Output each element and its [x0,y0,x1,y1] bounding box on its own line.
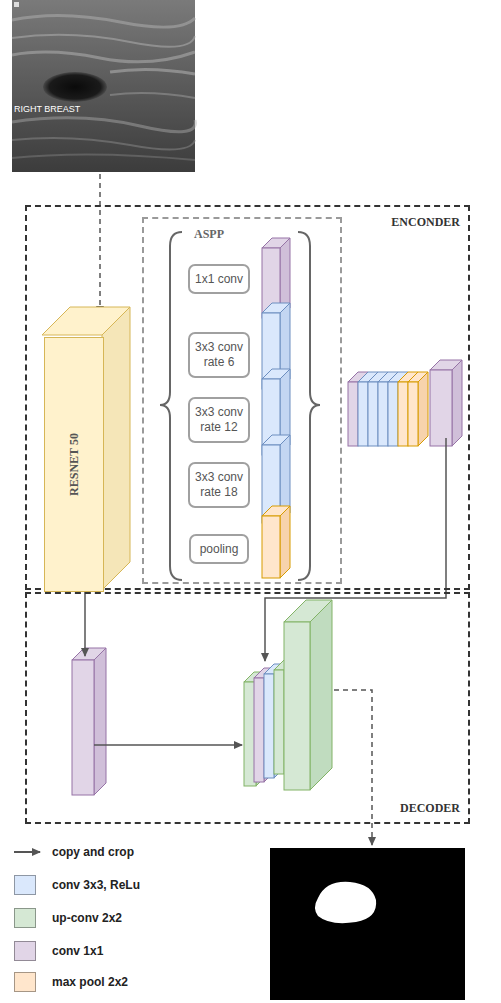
block-front [430,370,452,446]
layer-block [262,238,290,318]
legend-swatch [14,875,36,895]
block-side [368,372,378,446]
layer-block [348,372,368,446]
layer-block [388,372,408,446]
block-front [408,382,418,446]
operation-label: 3x3 conv rate 18 [194,470,244,500]
layer-block [262,506,290,578]
layer-block [264,664,284,778]
legend-swatch [14,941,36,961]
legend-label: conv 1x1 [52,944,103,958]
block-side [378,372,388,446]
block-front [264,674,274,778]
block-side [398,372,408,446]
block-front [388,382,398,446]
module-region: ASPP 1x1 conv 3x3 conv rate 6 3x3 conv rate… [142,217,342,584]
tissue-streak [110,93,195,98]
block-front [284,622,310,790]
tissue-streak [12,52,195,62]
block-front [274,670,284,774]
operation-label: 3x3 conv rate 12 [194,405,244,435]
block-front [254,678,264,782]
block-side [358,372,368,446]
left-brace [160,232,182,580]
tissue-streak [12,138,195,150]
mask-region [315,882,376,923]
block-side [264,668,274,782]
legend-label: up-conv 2x2 [52,911,122,925]
operation-label: pooling [200,542,239,557]
stage-region: ENCONDER RESNET 50 ASPP 1x1 conv 3x3 conv ra… [25,205,470,590]
backbone-block: RESNET 50 [44,337,104,592]
layer-block [284,600,332,790]
input-arrow [99,174,101,314]
layer-block [398,372,418,446]
operation-label: 1x1 conv [195,272,243,287]
tissue-streak [110,69,195,74]
ultrasound-image [12,0,195,172]
operation-box: pooling [189,534,249,564]
region-title: ENCONDER [391,215,460,230]
block-side [408,372,418,446]
legend-label: conv 3x3, ReLu [52,878,140,892]
tissue-streak [12,118,195,132]
block-side [452,360,462,446]
block-side [94,648,106,795]
image-annotation: RIGHT BREAST [14,104,80,114]
block-front [358,382,368,446]
block-side [310,600,332,790]
resnet-side-face [102,307,130,590]
right-brace [298,232,320,580]
block-side [388,372,398,446]
region-title: ASPP [194,227,224,242]
operation-label: 3x3 conv rate 6 [194,340,244,370]
block-front [348,382,358,446]
layer-block [408,372,428,446]
layer-block [254,668,274,782]
legend-label: max pool 2x2 [52,975,128,989]
layer-blocks [72,238,462,795]
legend-arrow-sample [14,851,40,853]
operation-box: 3x3 conv rate 12 [188,397,250,443]
block-side [274,664,284,778]
layer-block [378,372,398,446]
corner-mark [14,2,19,7]
copy-arrow [94,744,242,746]
region-title: DECODER [400,801,460,816]
output-arrow [334,690,372,845]
tissue-streak [12,154,195,160]
block-front [378,382,388,446]
block-front [262,516,280,578]
legend-swatch [14,908,36,928]
mask-image [270,848,465,1000]
block-front [398,382,408,446]
image-ground [12,0,195,172]
skip-arrow [84,590,86,656]
operation-box: 3x3 conv rate 6 [188,332,250,378]
stage-region: DECODER [25,592,470,824]
layer-block [368,372,388,446]
backbone-title: RESNET 50 [67,433,82,496]
lesion [43,72,107,102]
block-front [72,660,94,795]
layer-block [244,672,266,786]
layer-block [72,648,106,795]
operation-box: 1x1 conv [188,264,250,294]
legend-swatch [14,972,36,992]
legend-label: copy and crop [52,845,134,859]
block-front [368,382,378,446]
block-side [418,372,428,446]
layer-block [430,360,462,446]
block-side [280,506,290,578]
layer-block [358,372,378,446]
operation-box: 3x3 conv rate 18 [188,462,250,508]
tissue-streak [12,15,195,27]
upsample-arrow [265,438,446,661]
tissue-streak [12,35,195,47]
